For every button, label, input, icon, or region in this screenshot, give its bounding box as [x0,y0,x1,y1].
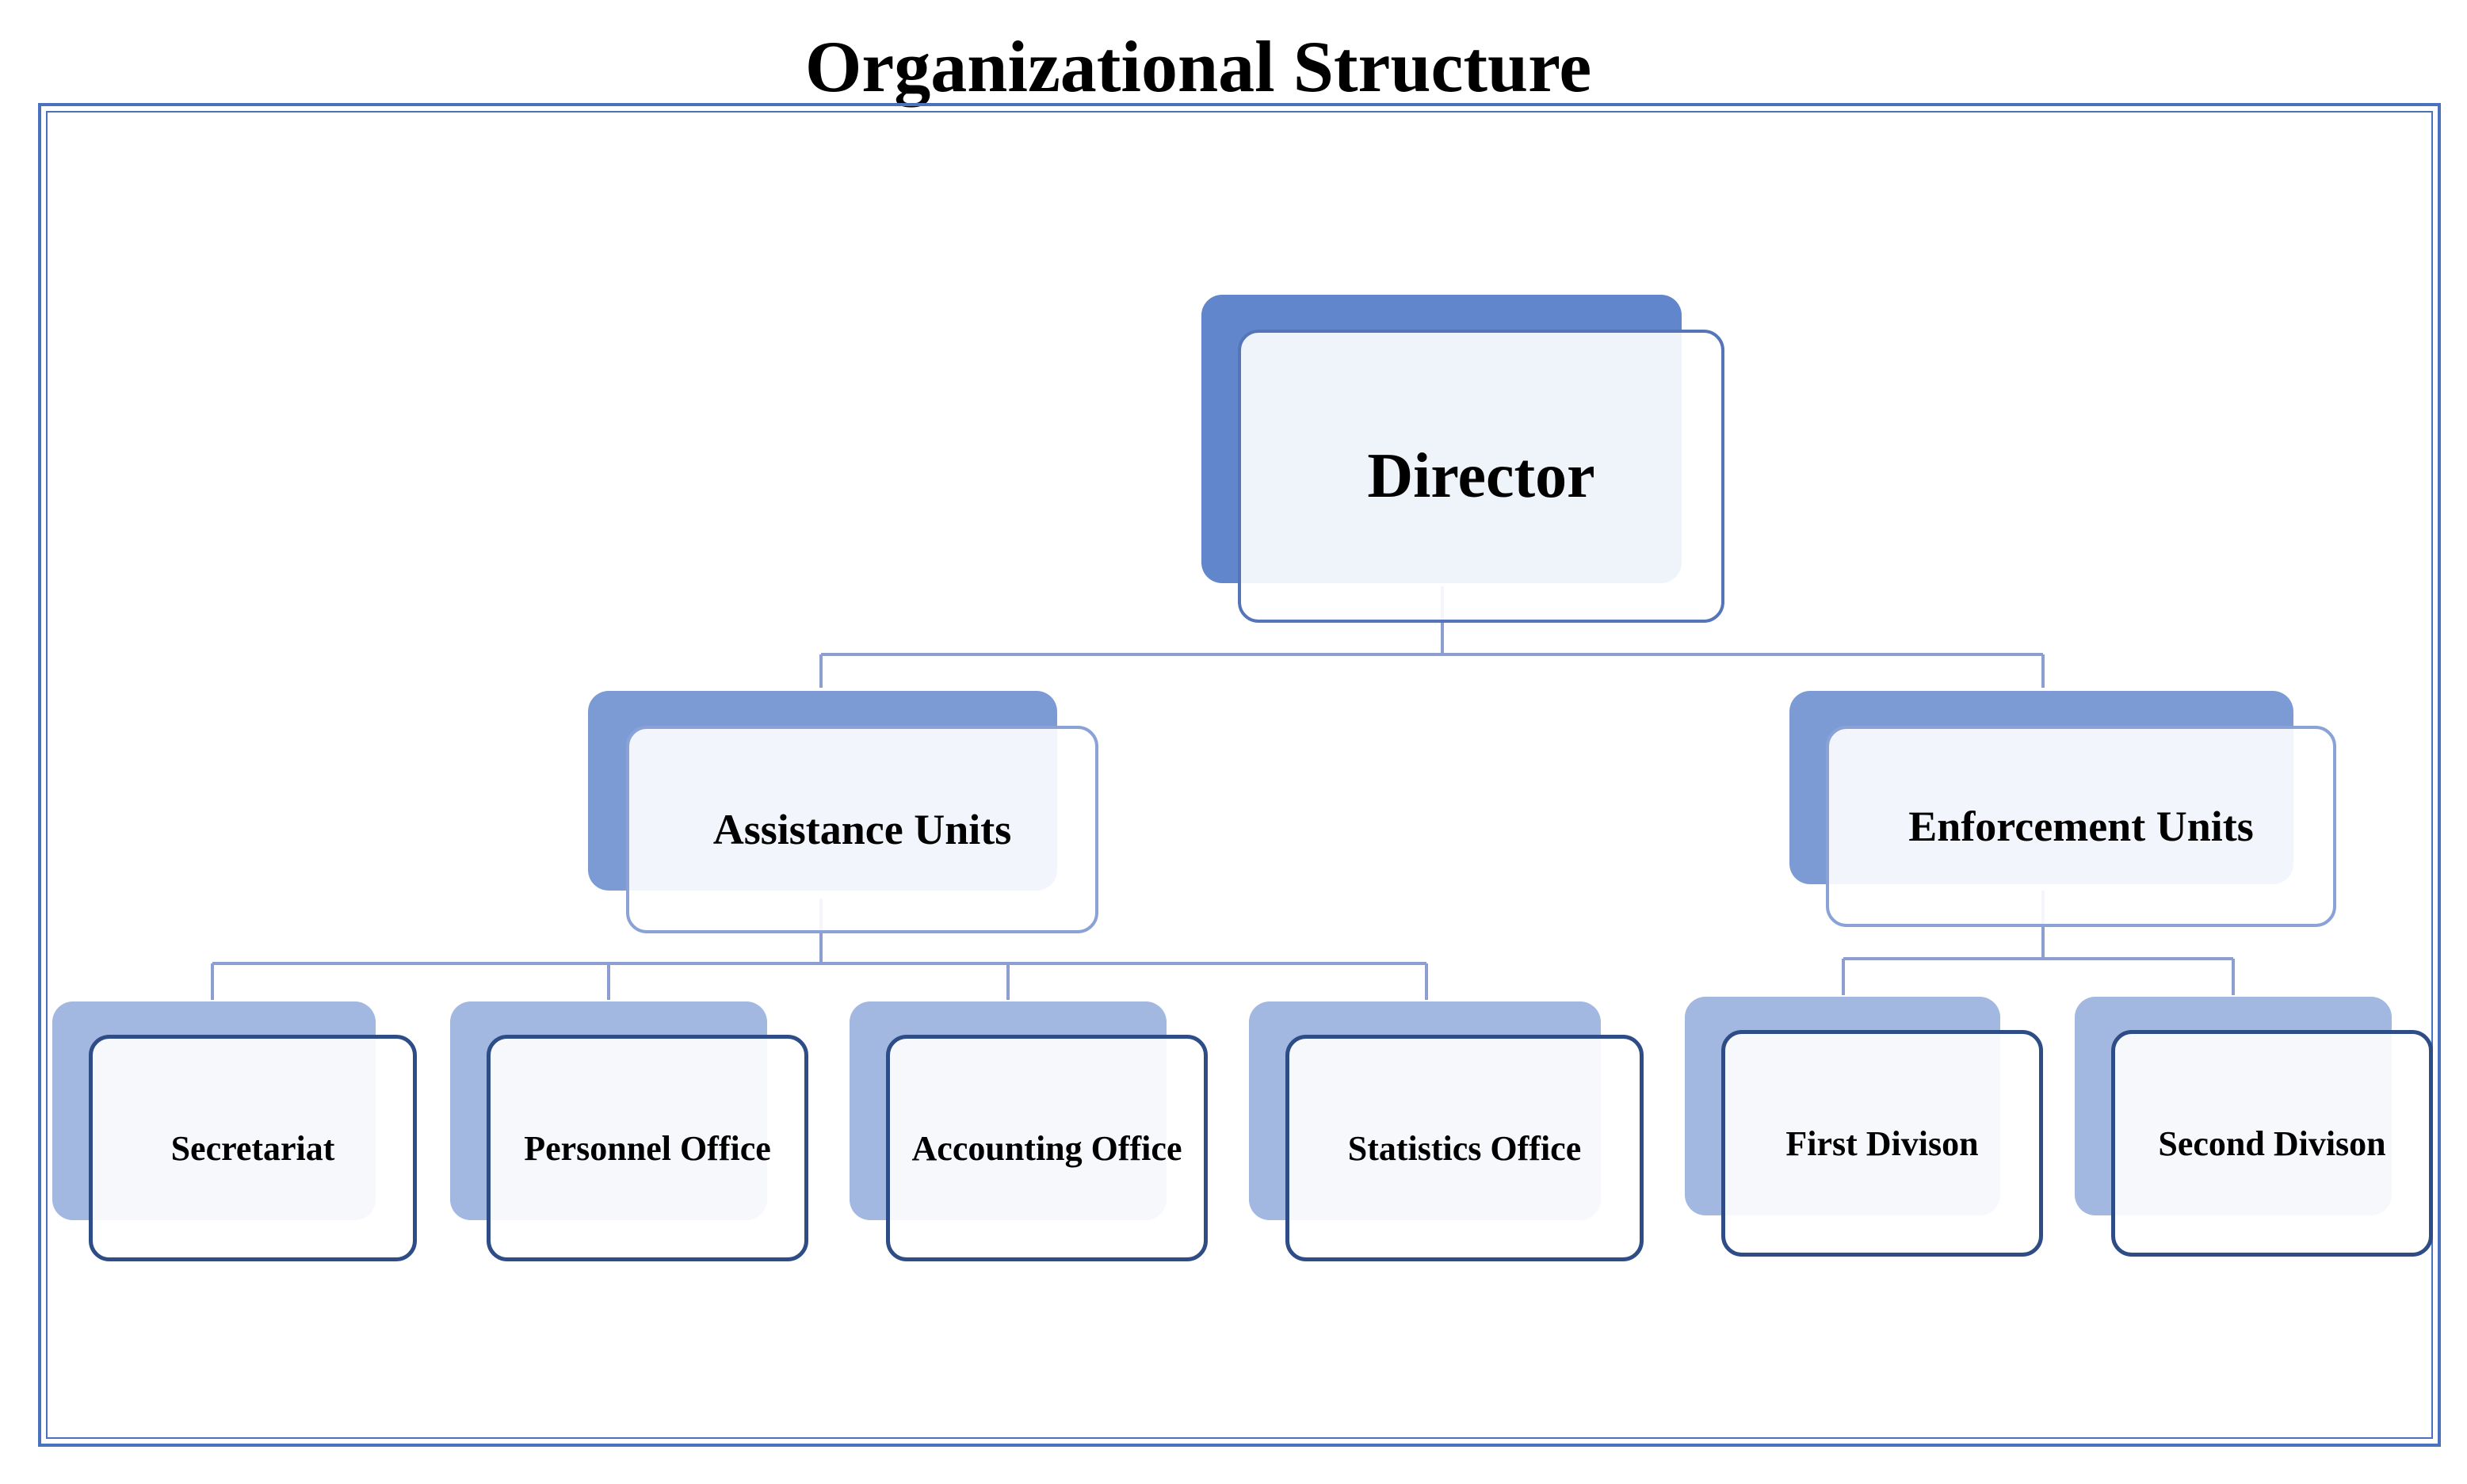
node-enforcement-units-label: Enforcement Units [1908,803,2254,850]
node-second-division-label: Second Divison [2158,1123,2386,1163]
node-first-division-label: First Divison [1785,1123,1979,1163]
node-statistics-office-label: Statistics Office [1347,1128,1582,1168]
node-secretariat-label: Secretariat [170,1128,335,1168]
diagram-frame [38,103,2441,1447]
node-assistance-units-label: Assistance Units [712,806,1012,853]
node-director-label: Director [1367,441,1595,511]
diagram-title: Organizational Structure [804,26,1592,107]
node-personnel-office-label: Personnel Office [524,1128,771,1168]
node-accounting-office-label: Accounting Office [911,1128,1182,1168]
